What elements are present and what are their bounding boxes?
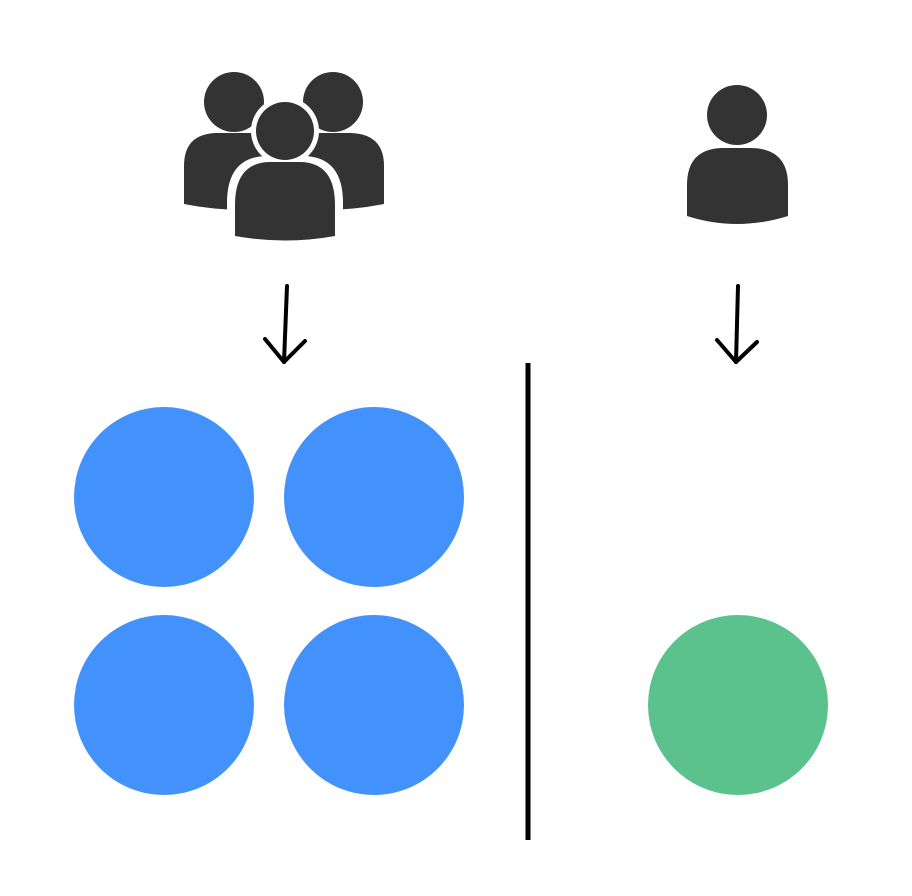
group-dot-1 — [74, 407, 254, 587]
group-person-front-body — [235, 162, 335, 241]
group-person-front-head — [256, 102, 314, 160]
group-people-icon — [184, 72, 384, 247]
group-dot-4 — [284, 615, 464, 795]
individual-dots — [648, 615, 828, 795]
single-person-body — [687, 148, 788, 224]
group-dots — [74, 407, 464, 795]
individual-arrow-down-icon — [715, 284, 759, 364]
individual-dot-1 — [648, 615, 828, 795]
group-person-left-head — [204, 72, 264, 132]
single-person-head — [707, 85, 767, 145]
group-arrow-down-icon — [263, 284, 307, 364]
group-person-right-head — [303, 72, 363, 132]
group-dot-3 — [74, 615, 254, 795]
single-person-icon — [687, 85, 788, 224]
group-dot-2 — [284, 407, 464, 587]
